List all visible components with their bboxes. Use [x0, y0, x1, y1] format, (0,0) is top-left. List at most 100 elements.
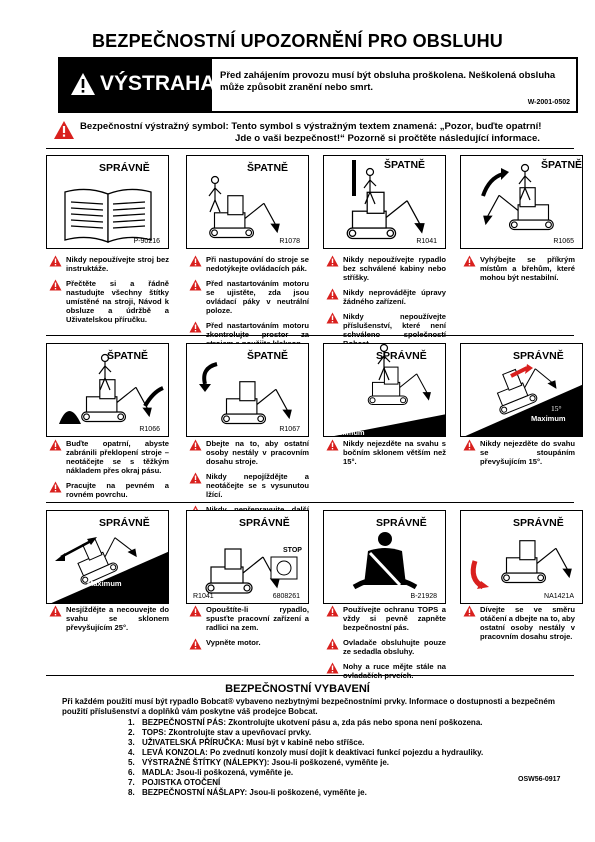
safety-alert-icon	[189, 321, 202, 333]
safety-alert-icon	[49, 605, 62, 617]
excavator-trench-icon	[59, 353, 164, 424]
equipment-intro: Při každém použití musí být rypadlo Bobc…	[62, 697, 555, 716]
caption-item: Nikdy neprovádějte úpravy žádného zaříze…	[326, 288, 446, 306]
warning-word: VÝSTRAHA	[100, 72, 216, 95]
caption-text: Vyhýbejte se příkrým místům a břehům, kt…	[480, 255, 575, 282]
caption-text: Dbejte na to, aby ostatní osoby nestály …	[206, 439, 309, 466]
excavator-no-cab-icon	[346, 160, 425, 240]
caption-item: Před nastartováním motoru se ujistěte, z…	[189, 279, 309, 315]
slope-max-label: Maximum	[330, 428, 365, 437]
safety-alert-icon	[326, 288, 339, 300]
caption-text: Pracujte na pevném a rovném povrchu.	[66, 481, 169, 499]
caption-item: Dbejte na to, aby ostatní osoby nestály …	[189, 439, 309, 466]
caption-text: Dívejte se ve směru otáčení a dbejte na …	[480, 605, 575, 641]
caption-text: Nikdy neprovádějte úpravy žádného zaříze…	[343, 288, 446, 306]
safety-alert-icon	[49, 439, 62, 451]
safety-alert-icon	[49, 481, 62, 493]
panel-reference: R1041	[416, 238, 437, 245]
warning-box: VÝSTRAHA Před zahájením provozu musí být…	[58, 57, 578, 113]
panel-reference: R1067	[279, 426, 300, 433]
symbol-line-1: Bezpečnostní výstražný symbol: Tento sym…	[80, 121, 542, 132]
caption-item: Dívejte se ve směru otáčení a dbejte na …	[463, 605, 575, 641]
caption-item: Nesjíždějte a necouvejte do svahu se skl…	[49, 605, 169, 632]
caption-item: Nikdy nepoužívejte rypadlo bez schválené…	[326, 255, 446, 282]
caption-text: Nikdy nepoužívejte rypadlo bez schválené…	[343, 255, 446, 282]
caption-text: Buďte opatrní, abyste zabránili překlope…	[66, 439, 169, 475]
safety-alert-icon	[189, 439, 202, 451]
panel-status-label: SPRÁVNĚ	[376, 350, 427, 362]
panel-reference: 6808261	[272, 593, 300, 600]
panel-reference: B-21928	[410, 593, 437, 600]
panel-caption: Používejte ochranu TOPS a vždy si pevně …	[326, 605, 446, 686]
safety-panel: SPRÁVNĚ NA1421A	[460, 510, 583, 604]
caption-text: Při nastupování do stroje se nedotýkejte…	[206, 255, 309, 273]
caption-item: Ovladače obsluhujte pouze ze sedadla obs…	[326, 638, 446, 656]
panel-reference: R1027	[416, 426, 437, 433]
panel-reference: NA1421A	[544, 593, 574, 600]
excavator-side-slope-icon	[334, 344, 445, 436]
warning-triangle-icon	[71, 73, 95, 95]
safety-alert-icon	[326, 662, 339, 674]
slope-angle: 15°	[340, 418, 351, 427]
safety-symbol-explanation: Bezpečnostní výstražný symbol: Tento sym…	[80, 121, 580, 145]
slope-max-label: Maximum	[531, 414, 566, 423]
panel-caption: Nesjíždějte a necouvejte do svahu se skl…	[49, 605, 169, 638]
panel-caption: Nikdy nepoužívejte rypadlo bez schválené…	[326, 255, 446, 354]
panel-reference: P-90216	[133, 238, 160, 245]
caption-item: Pracujte na pevném a rovném povrchu.	[49, 481, 169, 499]
panel-caption: Vyhýbejte se příkrým místům a břehům, kt…	[463, 255, 575, 288]
panel-status-label: ŠPATNĚ	[107, 350, 149, 362]
caption-item: Nikdy nejezděte na svahu s bočním sklone…	[326, 439, 446, 466]
safety-alert-icon	[463, 605, 476, 617]
panel-status-label: ŠPATNĚ	[384, 159, 426, 171]
caption-text: Nikdy nejezděte do svahu se stoupáním př…	[480, 439, 575, 466]
caption-item: Přečtěte si a řádně nastudujte všechny š…	[49, 279, 169, 324]
document-code: OSW56-0917	[518, 776, 561, 783]
safety-alert-icon	[189, 255, 202, 267]
caption-item: Nikdy nepojíždějte a neotáčejte se s vys…	[189, 472, 309, 499]
divider	[46, 335, 574, 336]
caption-text: Nikdy nejezděte na svahu s bočním sklone…	[343, 439, 446, 466]
equipment-item: 7.POJISTKA OTOČENÍ	[128, 778, 221, 787]
safety-alert-icon	[189, 605, 202, 617]
excavator-uphill-icon	[465, 364, 582, 436]
safety-alert-icon	[326, 638, 339, 650]
caption-item: Nikdy nepoužívejte stroj bez instruktáže…	[49, 255, 169, 273]
safety-alert-icon	[326, 312, 339, 324]
caption-text: Vypněte motor.	[206, 638, 261, 647]
caption-item: Opouštíte-li rypadlo, spusťte pracovní z…	[189, 605, 309, 632]
panel-status-label: SPRÁVNĚ	[376, 517, 427, 529]
panel-status-label: SPRÁVNĚ	[513, 517, 564, 529]
safety-alert-icon	[463, 439, 476, 451]
equipment-heading: BEZPEČNOSTNÍ VYBAVENÍ	[225, 683, 370, 695]
panel-status-label: ŠPATNĚ	[247, 350, 289, 362]
safety-alert-icon	[49, 255, 62, 267]
equipment-item: 3.UŽIVATELSKÁ PŘÍRUČKA: Musí být v kabin…	[128, 738, 365, 747]
panel-status-label: SPRÁVNĚ	[99, 162, 150, 174]
operator-seatbelt-icon	[352, 532, 418, 590]
safety-alert-icon	[326, 255, 339, 267]
equipment-list: 1.BEZPEČNOSTNÍ PÁS: Zkontrolujte ukotven…	[128, 718, 548, 798]
panel-caption: Dívejte se ve směru otáčení a dbejte na …	[463, 605, 575, 647]
safety-alert-icon	[54, 121, 74, 139]
caption-text: Před nastartováním motoru se ujistěte, z…	[206, 279, 309, 315]
safety-panel: ŠPATNĚ R1067	[186, 343, 309, 437]
caption-item: Nikdy nejezděte do svahu se stoupáním př…	[463, 439, 575, 466]
panel-reference: R1043	[553, 426, 574, 433]
equipment-item: 8.BEZPEČNOSTNÍ NÁŠLAPY: Jsou-li poškozen…	[128, 788, 367, 797]
equipment-item: 6.MADLA: Jsou-li poškozená, vyměňte je.	[128, 768, 294, 777]
equipment-item: 4.LEVÁ KONZOLA: Po zvednutí konzoly musí…	[128, 748, 484, 757]
caption-text: Používejte ochranu TOPS a vždy si pevně …	[343, 605, 446, 632]
warning-text: Před zahájením provozu musí být obsluha …	[220, 70, 556, 93]
equipment-item: 2.TOPS: Zkontrolujte stav a upevňovací p…	[128, 728, 312, 737]
warning-banner: VÝSTRAHA	[60, 59, 216, 111]
caption-text: Nohy a ruce mějte stále na ovladačích pr…	[343, 662, 446, 680]
divider	[46, 502, 574, 503]
